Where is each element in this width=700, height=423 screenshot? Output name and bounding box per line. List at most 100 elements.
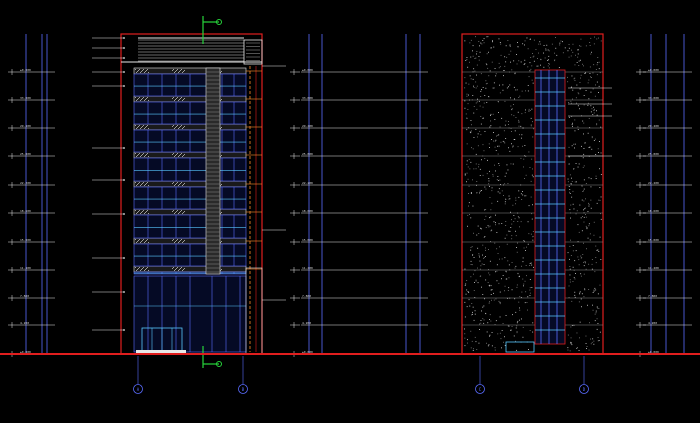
callout-dot [123, 71, 125, 73]
stone-speckle [503, 195, 504, 196]
speckle-dot [138, 70, 139, 71]
stone-speckle [482, 254, 483, 256]
stone-speckle [475, 57, 477, 59]
speckle-dot [221, 99, 222, 100]
speckle-dot [179, 212, 180, 213]
stone-speckle [515, 199, 517, 201]
stone-speckle [582, 120, 584, 122]
speckle-dot [173, 239, 174, 240]
stone-speckle [581, 257, 583, 259]
speckle-dot [178, 242, 179, 243]
stone-speckle [476, 64, 478, 66]
stone-speckle [481, 159, 482, 161]
stone-speckle [485, 215, 487, 217]
stone-speckle [575, 54, 576, 56]
stone-speckle [600, 174, 602, 175]
stone-speckle [491, 289, 493, 291]
stone-speckle [583, 153, 585, 155]
speckle-dot [146, 154, 147, 155]
stone-speckle [529, 263, 531, 264]
speckle-dot [147, 210, 148, 211]
stone-speckle [573, 277, 575, 279]
side-window-frame [534, 69, 566, 345]
stone-speckle [471, 303, 473, 304]
stone-speckle [572, 203, 574, 205]
stone-speckle [524, 44, 525, 46]
stone-speckle [484, 95, 486, 96]
stone-speckle [473, 68, 475, 70]
stone-speckle [543, 45, 545, 46]
stone-speckle [495, 271, 496, 273]
stone-speckle [579, 321, 581, 323]
speckle-dot [173, 210, 174, 211]
stone-speckle [595, 175, 597, 177]
stone-speckle [469, 61, 470, 63]
speckle-dot [136, 242, 137, 243]
stone-speckle [592, 114, 594, 115]
elevation-mark: 4.200 [302, 321, 311, 325]
stone-speckle [530, 68, 532, 70]
stone-speckle [583, 165, 585, 167]
stone-speckle [568, 156, 570, 158]
speckle-dot [184, 154, 185, 155]
stone-speckle [585, 183, 587, 184]
speckle-dot [176, 70, 177, 71]
stone-speckle [572, 245, 574, 246]
stone-speckle [595, 154, 597, 155]
stone-speckle [551, 43, 553, 45]
speckle-dot [175, 99, 176, 100]
stone-speckle [585, 335, 587, 337]
stone-speckle [594, 313, 596, 315]
stone-speckle [585, 225, 587, 227]
speckle-dot [139, 239, 140, 240]
stone-speckle [512, 146, 514, 148]
stone-speckle [516, 286, 518, 288]
stone-speckle [569, 350, 571, 352]
stone-speckle [574, 294, 576, 296]
speckle-dot [136, 72, 137, 73]
stone-speckle [488, 226, 490, 228]
stone-speckle [559, 44, 561, 46]
elevation-mark: 7.800 [302, 294, 311, 298]
stone-speckle [518, 97, 520, 98]
stone-speckle [588, 98, 590, 100]
speckle-dot [146, 70, 147, 71]
stone-speckle [583, 65, 584, 67]
stone-speckle [496, 270, 498, 272]
stone-speckle [505, 315, 507, 316]
stone-speckle [498, 101, 499, 103]
stone-speckle [556, 54, 558, 56]
stone-speckle [583, 133, 584, 135]
stone-speckle [579, 108, 580, 110]
stone-speckle [581, 306, 582, 308]
speckle-dot [182, 185, 183, 186]
stone-speckle [582, 63, 583, 65]
callout-dot [123, 179, 125, 181]
stone-speckle [464, 100, 466, 102]
stone-speckle [472, 95, 474, 96]
stone-speckle [571, 344, 573, 346]
speckle-dot [135, 239, 136, 240]
stone-speckle [596, 110, 597, 112]
stone-speckle [470, 39, 472, 41]
speckle-dot [145, 184, 146, 185]
stone-speckle [480, 123, 482, 125]
speckle-dot [172, 98, 173, 99]
stone-speckle [596, 123, 598, 125]
stone-speckle [497, 191, 499, 193]
stone-speckle [504, 203, 506, 205]
speckle-dot [148, 185, 149, 186]
stone-speckle [524, 145, 526, 146]
stone-speckle [514, 218, 516, 220]
stone-speckle [597, 323, 599, 324]
stone-speckle [499, 192, 501, 194]
stone-speckle [470, 260, 472, 262]
stone-speckle [497, 176, 499, 177]
stone-speckle [568, 297, 570, 298]
stone-speckle [575, 97, 577, 99]
stone-speckle [530, 262, 532, 264]
stone-speckle [464, 268, 466, 270]
stone-speckle [519, 95, 521, 97]
speckle-dot [140, 242, 141, 243]
stone-speckle [482, 244, 484, 246]
